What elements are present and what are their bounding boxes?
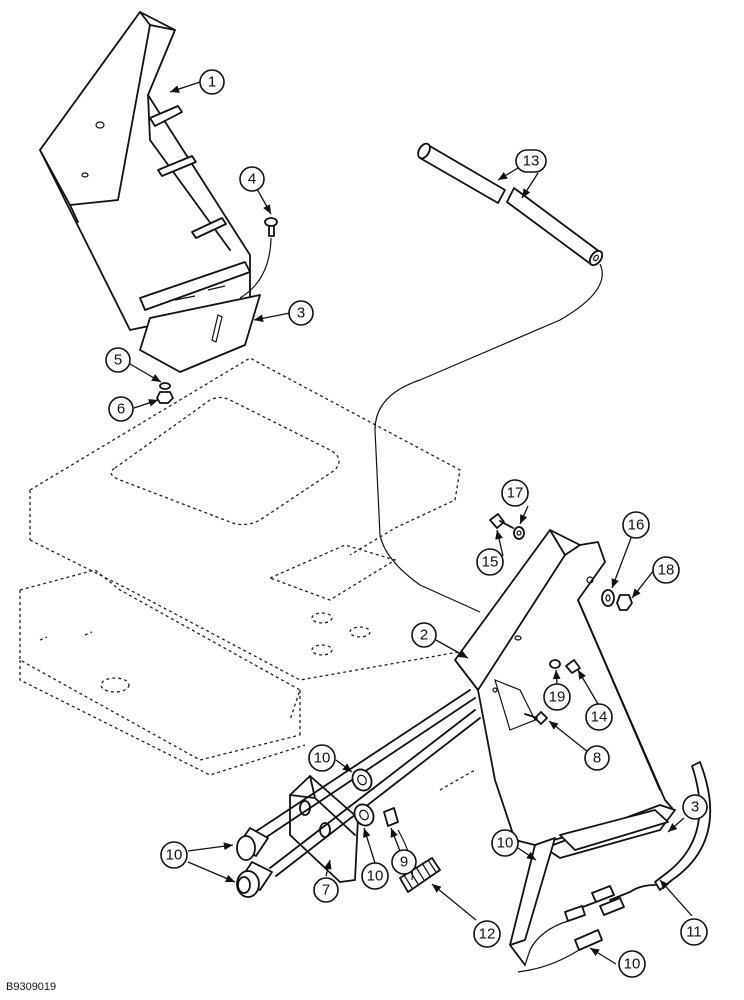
- svg-text:10: 10: [497, 835, 514, 852]
- svg-text:6: 6: [117, 401, 125, 418]
- callout-19: 19: [543, 683, 571, 711]
- callout-10-knobs: 10: [160, 841, 188, 869]
- svg-text:15: 15: [482, 554, 499, 571]
- callout-3-lower: 3: [682, 794, 708, 820]
- callout-10-connector: 10: [618, 950, 646, 978]
- svg-text:10: 10: [314, 750, 331, 767]
- svg-text:1: 1: [208, 74, 216, 91]
- svg-text:3: 3: [297, 305, 305, 322]
- part-16-washer: [601, 589, 615, 607]
- svg-text:2: 2: [420, 627, 428, 644]
- svg-text:9: 9: [400, 854, 408, 871]
- callout-3-upper: 3: [288, 300, 314, 326]
- svg-text:3: 3: [691, 799, 699, 816]
- part-15-bolt: [489, 513, 514, 529]
- callout-10-nut-lower: 10: [361, 862, 389, 890]
- callout-14: 14: [585, 703, 613, 731]
- svg-text:16: 16: [628, 517, 645, 534]
- part-7-control-block: [236, 689, 481, 898]
- part-4-bolt: [239, 217, 278, 299]
- document-id: B9309019: [6, 981, 57, 993]
- svg-text:4: 4: [248, 171, 256, 188]
- svg-text:18: 18: [658, 562, 675, 579]
- svg-text:7: 7: [322, 882, 330, 899]
- leader-lines: [129, 81, 693, 965]
- callout-13: 13: [515, 149, 547, 173]
- svg-text:10: 10: [367, 868, 384, 885]
- callout-15: 15: [476, 548, 504, 576]
- svg-text:13: 13: [523, 153, 540, 170]
- part-6-nut: [156, 391, 174, 404]
- svg-text:19: 19: [549, 689, 566, 706]
- part-13-hose: [374, 142, 604, 613]
- callout-10-nut-upper: 10: [308, 744, 336, 772]
- part-1-upper-bracket: [39, 11, 261, 373]
- callout-9: 9: [391, 849, 417, 875]
- callout-18: 18: [652, 556, 680, 584]
- part-19-washer: [549, 659, 561, 669]
- callout-8: 8: [584, 745, 610, 771]
- callout-6: 6: [108, 396, 134, 422]
- callout-11: 11: [680, 918, 708, 946]
- callout-7: 7: [313, 877, 339, 903]
- callout-12: 12: [473, 920, 501, 948]
- callout-1: 1: [199, 69, 225, 95]
- part-2-lower-bracket: [454, 529, 676, 966]
- svg-text:11: 11: [686, 924, 702, 941]
- part-14-bolt: [565, 659, 581, 674]
- part-12-spring: [397, 829, 441, 893]
- part-10-nuts: [351, 768, 375, 827]
- svg-text:5: 5: [114, 352, 122, 369]
- svg-text:17: 17: [507, 485, 524, 502]
- callout-4: 4: [239, 166, 265, 192]
- svg-text:10: 10: [624, 956, 641, 973]
- floor-plate-outline: [19, 357, 476, 791]
- svg-text:12: 12: [479, 926, 496, 943]
- callout-16: 16: [622, 511, 650, 539]
- callout-2: 2: [411, 622, 437, 648]
- callout-17: 17: [501, 479, 529, 507]
- callout-5: 5: [105, 347, 131, 373]
- callout-10-bracket: 10: [491, 829, 519, 857]
- part-9-clip: [383, 807, 399, 827]
- svg-text:14: 14: [591, 709, 608, 726]
- svg-text:8: 8: [593, 750, 601, 767]
- part-8-bolt: [524, 711, 548, 725]
- part-18-nut: [616, 594, 633, 611]
- part-5-washer: [159, 382, 171, 390]
- svg-text:10: 10: [166, 847, 183, 864]
- part-17-washer: [513, 526, 525, 540]
